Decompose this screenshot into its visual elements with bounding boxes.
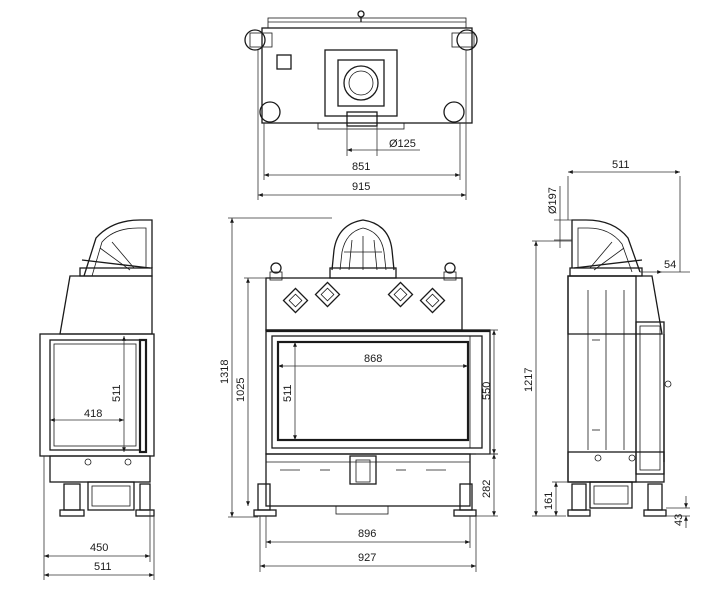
- front-glass-height-label: 511: [282, 384, 294, 402]
- top-view: Ø125 851 915: [244, 10, 478, 200]
- top-outer-width-label: 915: [352, 181, 370, 193]
- front-opening-height-label: 550: [481, 382, 493, 400]
- left-side-view: 511 418 450 511: [39, 219, 155, 580]
- right-side-view: 511 Ø197 54 1217 161 43: [523, 159, 690, 528]
- front-glass-width-label: 868: [364, 353, 382, 365]
- front-base-height-label: 282: [481, 480, 493, 498]
- right-base-height-label: 161: [543, 492, 555, 510]
- right-diameter-label: Ø197: [547, 187, 559, 214]
- front-vents: [282, 281, 446, 314]
- left-base-width-label: 450: [90, 542, 108, 554]
- front-total-height-label: 1318: [219, 360, 231, 384]
- top-diameter-label: Ø125: [389, 138, 416, 150]
- left-window-width-label: 418: [84, 408, 102, 420]
- top-inner-width-label: 851: [352, 161, 370, 173]
- front-total-width-label: 927: [358, 552, 376, 564]
- right-foot-height-label: 43: [673, 514, 685, 526]
- left-total-width-label: 511: [94, 561, 112, 573]
- front-body-height-label: 1025: [235, 378, 247, 402]
- front-view: 1318 1025 511 868 550 282 896 927: [219, 217, 498, 572]
- front-inner-width-label: 896: [358, 528, 376, 540]
- right-total-height-label: 1217: [523, 368, 535, 392]
- right-depth-label: 511: [612, 159, 630, 171]
- right-offset-label: 54: [664, 259, 676, 271]
- left-window-height-label: 511: [111, 384, 123, 402]
- top-view-rollers: [244, 29, 478, 123]
